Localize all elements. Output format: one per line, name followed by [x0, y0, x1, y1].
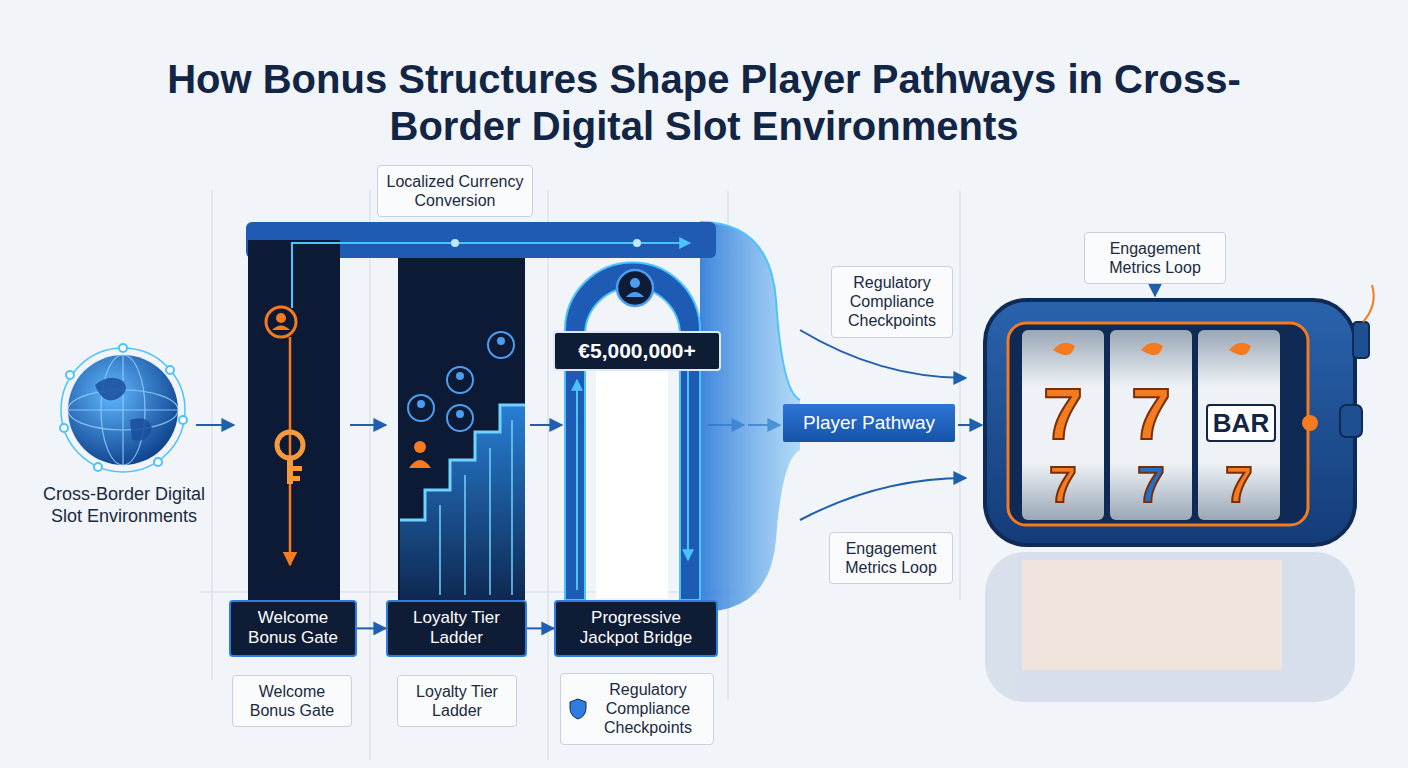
node-text: Loyalty Tier Ladder — [394, 608, 519, 649]
callout-box: Loyalty Tier Ladder — [397, 675, 517, 727]
node-text: Loyalty Tier Ladder — [406, 682, 508, 720]
reel-symbol: BAR — [1206, 404, 1276, 442]
flow-arrow — [357, 627, 386, 629]
flow-arrow — [527, 627, 554, 629]
callout-box: Regulatory Compliance Checkpoints — [560, 673, 714, 745]
callout-box: Localized Currency Conversion — [377, 165, 533, 217]
node-text: Progressive Jackpot Bridge — [562, 608, 710, 649]
reel-symbol: 7 — [1110, 378, 1192, 450]
node-text: €5,000,000+ — [578, 339, 695, 363]
node-text: Welcome Bonus Gate — [237, 608, 349, 649]
callout-box: Engagement Metrics Loop — [1084, 232, 1226, 284]
reel-symbol: 7 — [1110, 460, 1192, 510]
node-text: Engagement Metrics Loop — [838, 539, 944, 577]
callout-box: Regulatory Compliance Checkpoints — [831, 266, 953, 338]
callout-box: Engagement Metrics Loop — [829, 532, 953, 584]
jackpot-box: €5,000,000+ — [553, 331, 721, 371]
reel-symbol: 7 — [1198, 460, 1280, 510]
node-text: Cross-Border Digital Slot Environments — [40, 484, 208, 527]
region-label: Cross-Border Digital Slot Environments — [38, 482, 210, 529]
node-text: Localized Currency Conversion — [386, 172, 524, 210]
stage-box: Progressive Jackpot Bridge — [554, 600, 718, 657]
stage-box: Loyalty Tier Ladder — [386, 600, 527, 657]
callout-box: Welcome Bonus Gate — [232, 675, 352, 727]
node-text: Welcome Bonus Gate — [241, 682, 343, 720]
stage-box: Welcome Bonus Gate — [229, 600, 357, 657]
node-text: Regulatory Compliance Checkpoints — [591, 680, 705, 738]
node-text: Regulatory Compliance Checkpoints — [840, 273, 944, 331]
shield-icon — [569, 698, 587, 720]
diagram-title: How Bonus Structures Shape Player Pathwa… — [134, 56, 1274, 150]
node-text: Engagement Metrics Loop — [1093, 239, 1217, 277]
node-text: Player Pathway — [803, 412, 935, 434]
reel-symbol: 7 — [1022, 378, 1104, 450]
pathway-band: Player Pathway — [783, 404, 955, 442]
reel-symbol: 7 — [1022, 460, 1104, 510]
